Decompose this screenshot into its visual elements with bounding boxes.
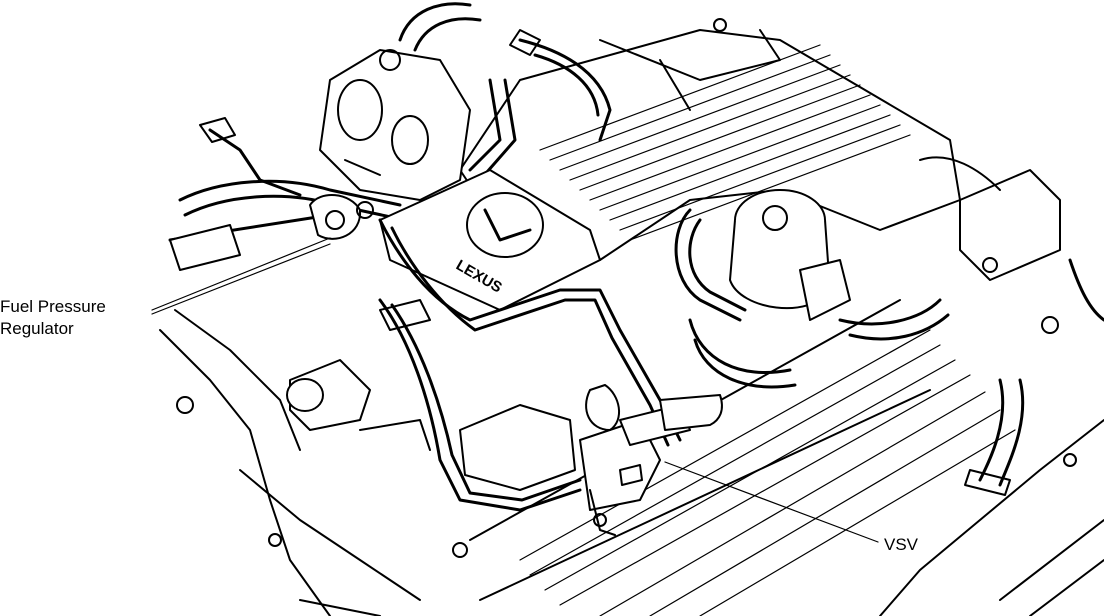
bolts — [268, 18, 1077, 558]
left-sensor — [176, 359, 431, 451]
left-hose-bundle — [168, 117, 407, 271]
engine-block-outline — [159, 309, 1104, 616]
right-hoses — [688, 156, 1104, 496]
lexus-cover: LEXUS — [379, 169, 601, 311]
intake-plenum — [459, 29, 961, 261]
vsv-leader — [664, 461, 879, 543]
vsv-unit — [459, 384, 723, 536]
vsv-label: VSV — [884, 535, 919, 554]
fuel-pressure-regulator — [674, 189, 851, 322]
vacuum-hose-loop — [378, 218, 682, 512]
fuel-pressure-regulator-leader — [151, 237, 331, 311]
upper-hoses — [398, 2, 612, 182]
throttle-body — [319, 49, 471, 201]
fuel-pressure-regulator-label: Fuel Pressure Regulator — [0, 296, 106, 340]
fuel-pressure-regulator-label-line2: Regulator — [0, 319, 74, 338]
fuel-pressure-regulator-label-line1: Fuel Pressure — [0, 297, 106, 316]
fuel-pressure-regulator-leader-2 — [151, 243, 331, 315]
